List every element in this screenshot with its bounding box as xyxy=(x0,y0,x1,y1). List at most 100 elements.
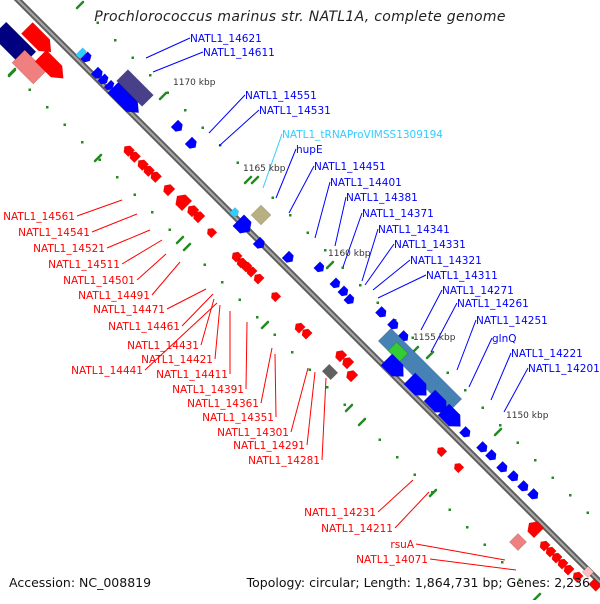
reverse-gene-arrow xyxy=(588,578,600,592)
label-leader xyxy=(106,229,151,249)
minor-tick xyxy=(341,266,344,269)
forward-gene-label: NATL1_tRNAProVIMSS1309194 xyxy=(282,129,443,141)
label-leaders xyxy=(76,37,529,571)
forward-gene-label: NATL1_14531 xyxy=(259,105,331,117)
reverse-gene-arrow xyxy=(342,357,355,370)
minor-tick xyxy=(534,459,537,462)
reverse-gene-label: NATL1_14491 xyxy=(78,290,150,302)
minor-tick xyxy=(184,109,187,112)
forward-gene-arrow xyxy=(281,250,294,263)
gene-features xyxy=(0,21,600,592)
forward-gene-arrow xyxy=(97,73,109,85)
reverse-gene-label: NATL1_14391 xyxy=(172,384,244,396)
pseudogene-box xyxy=(509,533,527,551)
minor-tick xyxy=(271,196,274,199)
label-leader xyxy=(334,196,347,247)
reverse-gene-label: rsuA xyxy=(390,539,414,551)
minor-tick xyxy=(98,158,101,161)
reverse-gene-arrow xyxy=(34,49,64,79)
label-leader xyxy=(342,212,363,268)
reverse-gene-label: NATL1_14071 xyxy=(356,554,428,566)
forward-gene-arrow xyxy=(170,119,183,132)
minor-tick xyxy=(46,106,49,109)
label-leader xyxy=(314,181,331,239)
reverse-gene-arrow xyxy=(246,266,258,278)
minor-tick xyxy=(96,21,99,24)
reverse-gene-arrow xyxy=(241,261,253,273)
forward-gene-label: NATL1_14311 xyxy=(426,270,498,282)
major-tick xyxy=(175,235,185,245)
scale-label: 1155 kbp xyxy=(413,333,456,343)
label-leader xyxy=(274,353,277,418)
label-leader xyxy=(420,289,443,331)
minor-tick xyxy=(343,403,346,406)
minor-tick xyxy=(448,508,451,511)
minor-tick xyxy=(289,214,292,217)
label-leader xyxy=(275,148,297,199)
minor-tick xyxy=(446,371,449,374)
minor-tick xyxy=(551,476,554,479)
major-tick xyxy=(428,488,438,498)
label-leader xyxy=(145,37,191,59)
label-leader xyxy=(214,304,221,360)
reverse-gene-arrow xyxy=(551,552,563,564)
forward-gene-label: NATL1_14221 xyxy=(511,348,583,360)
faint-feature xyxy=(581,565,595,579)
genome-summary-text: Topology: circular; Length: 1,864,731 bp… xyxy=(246,575,590,590)
forward-gene-arrow xyxy=(495,460,508,473)
label-leader xyxy=(290,367,309,433)
forward-gene-label: NATL1_14271 xyxy=(442,285,514,297)
label-leader xyxy=(136,253,167,281)
minor-tick xyxy=(586,511,589,514)
label-leader xyxy=(361,228,379,282)
reverse-gene-label: NATL1_14461 xyxy=(108,321,180,333)
reverse-gene-arrow xyxy=(150,171,163,184)
reverse-gene-arrow xyxy=(123,145,136,158)
minor-tick xyxy=(114,39,117,42)
major-tick xyxy=(250,175,260,185)
reverse-gene-arrow xyxy=(129,151,142,164)
reverse-gene-arrow xyxy=(557,558,569,570)
label-leader xyxy=(364,243,395,286)
minor-tick xyxy=(203,263,206,266)
minor-tick xyxy=(481,406,484,409)
reverse-gene-label: NATL1_14231 xyxy=(304,507,376,519)
major-tick xyxy=(260,320,270,330)
reverse-gene-arrow xyxy=(346,370,359,383)
label-leader xyxy=(208,94,246,134)
label-leader xyxy=(321,377,327,461)
minor-tick xyxy=(201,126,204,129)
label-leader xyxy=(306,371,316,446)
reverse-gene-label: NATL1_14281 xyxy=(248,455,320,467)
forward-gene-label: NATL1_14381 xyxy=(346,192,418,204)
label-leader xyxy=(377,274,427,299)
minor-tick xyxy=(359,284,362,287)
accession-text: Accession: NC_008819 xyxy=(9,575,152,590)
forward-gene-arrow xyxy=(526,487,539,500)
major-tick xyxy=(7,68,17,78)
scale-label: 1165 kbp xyxy=(243,164,286,174)
label-leader xyxy=(377,479,414,513)
reverse-gene-arrow xyxy=(175,194,193,212)
reverse-gene-label: NATL1_14301 xyxy=(217,427,289,439)
label-leader xyxy=(456,319,477,371)
minor-tick xyxy=(464,389,467,392)
reverse-gene-label: NATL1_14361 xyxy=(187,398,259,410)
label-leader xyxy=(468,337,493,388)
reverse-gene-label: NATL1_14431 xyxy=(127,340,199,352)
forward-gene-arrow xyxy=(380,353,404,377)
major-tick xyxy=(75,0,85,10)
forward-gene-arrow xyxy=(475,440,488,453)
major-tick xyxy=(344,403,354,413)
pseudogene-gray xyxy=(321,363,339,381)
minor-tick xyxy=(501,561,504,564)
forward-gene-label: NATL1_14341 xyxy=(378,224,450,236)
label-leader xyxy=(91,213,138,233)
minor-tick xyxy=(133,193,136,196)
forward-gene-arrow xyxy=(252,236,265,249)
minor-tick xyxy=(569,494,572,497)
reverse-gene-arrow xyxy=(253,273,265,285)
label-leader xyxy=(394,491,430,529)
reverse-gene-arrow xyxy=(193,211,206,224)
